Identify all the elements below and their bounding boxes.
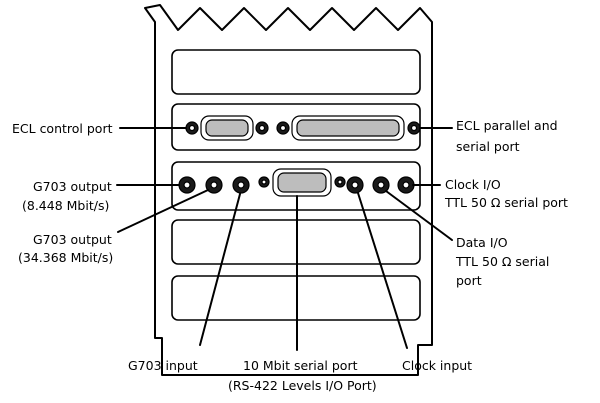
label-g703-output-8448-line1: G703 output — [33, 179, 112, 194]
label-data-io-line1: Data I/O — [456, 235, 508, 250]
g703-output-34368-connector — [205, 176, 223, 194]
label-clock-input: Clock input — [402, 358, 472, 373]
label-data-io-line3: port — [456, 273, 482, 288]
label-clock-io-line1: Clock I/O — [445, 177, 501, 192]
g703-input-connector — [232, 176, 250, 194]
label-serial-10mbit-line2: (RS-422 Levels I/O Port) — [228, 378, 377, 393]
clock-input-connector — [346, 176, 364, 194]
label-serial-10mbit-line1: 10 Mbit serial port — [243, 358, 358, 373]
empty-slot-top — [171, 49, 421, 95]
serial-port-10mbit-connector — [258, 168, 346, 197]
leader-clock-input — [357, 192, 408, 349]
label-ecl-control-port: ECL control port — [12, 121, 113, 136]
data-io-connector — [372, 176, 390, 194]
clock-io-connector — [397, 176, 415, 194]
label-clock-io-line2: TTL 50 Ω serial port — [444, 195, 568, 210]
label-ecl-parallel-serial-line1: ECL parallel and — [456, 118, 558, 133]
ecl-parallel-serial-connector — [276, 115, 421, 141]
label-data-io-line2: TTL 50 Ω serial — [455, 254, 549, 269]
ecl-control-connector — [185, 115, 269, 141]
label-g703-output-34368-line1: G703 output — [33, 232, 112, 247]
leader-data-io — [385, 190, 453, 241]
leader-g703-input — [199, 193, 241, 346]
label-g703-output-34368-line2: (34.368 Mbit/s) — [18, 250, 113, 265]
g703-output-8448-connector — [178, 176, 196, 194]
label-ecl-parallel-serial-line2: serial port — [456, 139, 520, 154]
label-g703-input: G703 input — [128, 358, 198, 373]
leader-g703-output-34368 — [117, 189, 209, 233]
label-g703-output-8448-line2: (8.448 Mbit/s) — [22, 198, 109, 213]
